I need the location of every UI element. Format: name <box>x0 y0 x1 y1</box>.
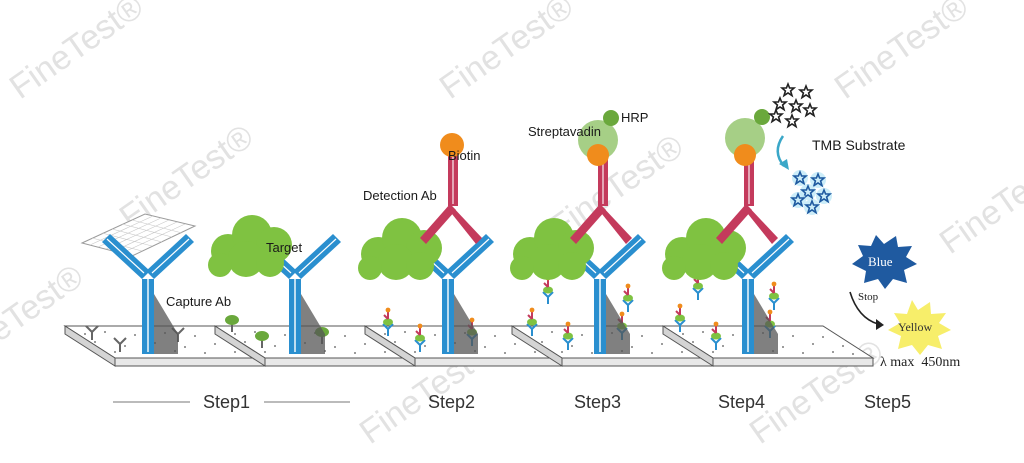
step-label: Step2 <box>428 392 475 412</box>
mini-complex <box>768 280 780 311</box>
hrp-ball <box>754 109 770 125</box>
step-label: Step3 <box>574 392 621 412</box>
streptavadin-label: Streptavadin <box>528 124 601 139</box>
yellow-label: Yellow <box>898 320 932 334</box>
hrp-label: HRP <box>621 110 648 125</box>
biotin-label: Biotin <box>448 148 481 163</box>
stop-label: Stop <box>858 291 879 303</box>
tmb-substrate-label: TMB Substrate <box>812 137 906 153</box>
yellow-star-icon <box>888 300 951 355</box>
hrp-ball <box>603 110 619 126</box>
blue-label: Blue <box>868 254 893 269</box>
step5-scene: Blue Stop Yellow λ max 450nm <box>849 235 960 370</box>
watermark: FineTest® <box>933 142 1024 261</box>
step-labels: Step1 Step2 Step3 Step4 Step5 <box>113 392 911 412</box>
arrow-head-icon <box>779 159 789 170</box>
arrow-head-icon <box>876 319 884 330</box>
stop-arrow <box>849 291 879 325</box>
capture-ab-label: Capture Ab <box>166 294 231 309</box>
watermark: FineTest® <box>3 0 151 107</box>
biotin-ball <box>734 144 756 166</box>
step3-scene: Streptavadin HRP <box>510 110 723 367</box>
tmb-star-icons <box>769 83 817 128</box>
step-label: Step1 <box>203 392 250 412</box>
target-cloud <box>358 218 442 280</box>
biotin-ball <box>440 133 464 157</box>
blue-star-icon <box>852 235 917 289</box>
step-label: Step5 <box>864 392 911 412</box>
watermark: FineTest® <box>828 0 976 107</box>
mini-complex <box>622 282 634 313</box>
step2-scene: Biotin Detection Ab <box>358 133 576 367</box>
target-label: Target <box>266 240 303 255</box>
oxidized-star-icons <box>789 169 833 216</box>
step-label: Step4 <box>718 392 765 412</box>
streptavidin-ball <box>725 118 765 158</box>
detection-ab-label: Detection Ab <box>363 188 437 203</box>
watermark: FineTest® <box>433 0 581 107</box>
streptavidin-ball <box>578 120 618 160</box>
lambda-max-label: λ max 450nm <box>880 355 960 370</box>
step4-scene: TMB Substrate <box>662 83 906 367</box>
watermark: FineTest® <box>0 257 90 376</box>
biotin-ball <box>587 144 609 166</box>
step1-scene: Capture Ab Target <box>64 213 426 367</box>
